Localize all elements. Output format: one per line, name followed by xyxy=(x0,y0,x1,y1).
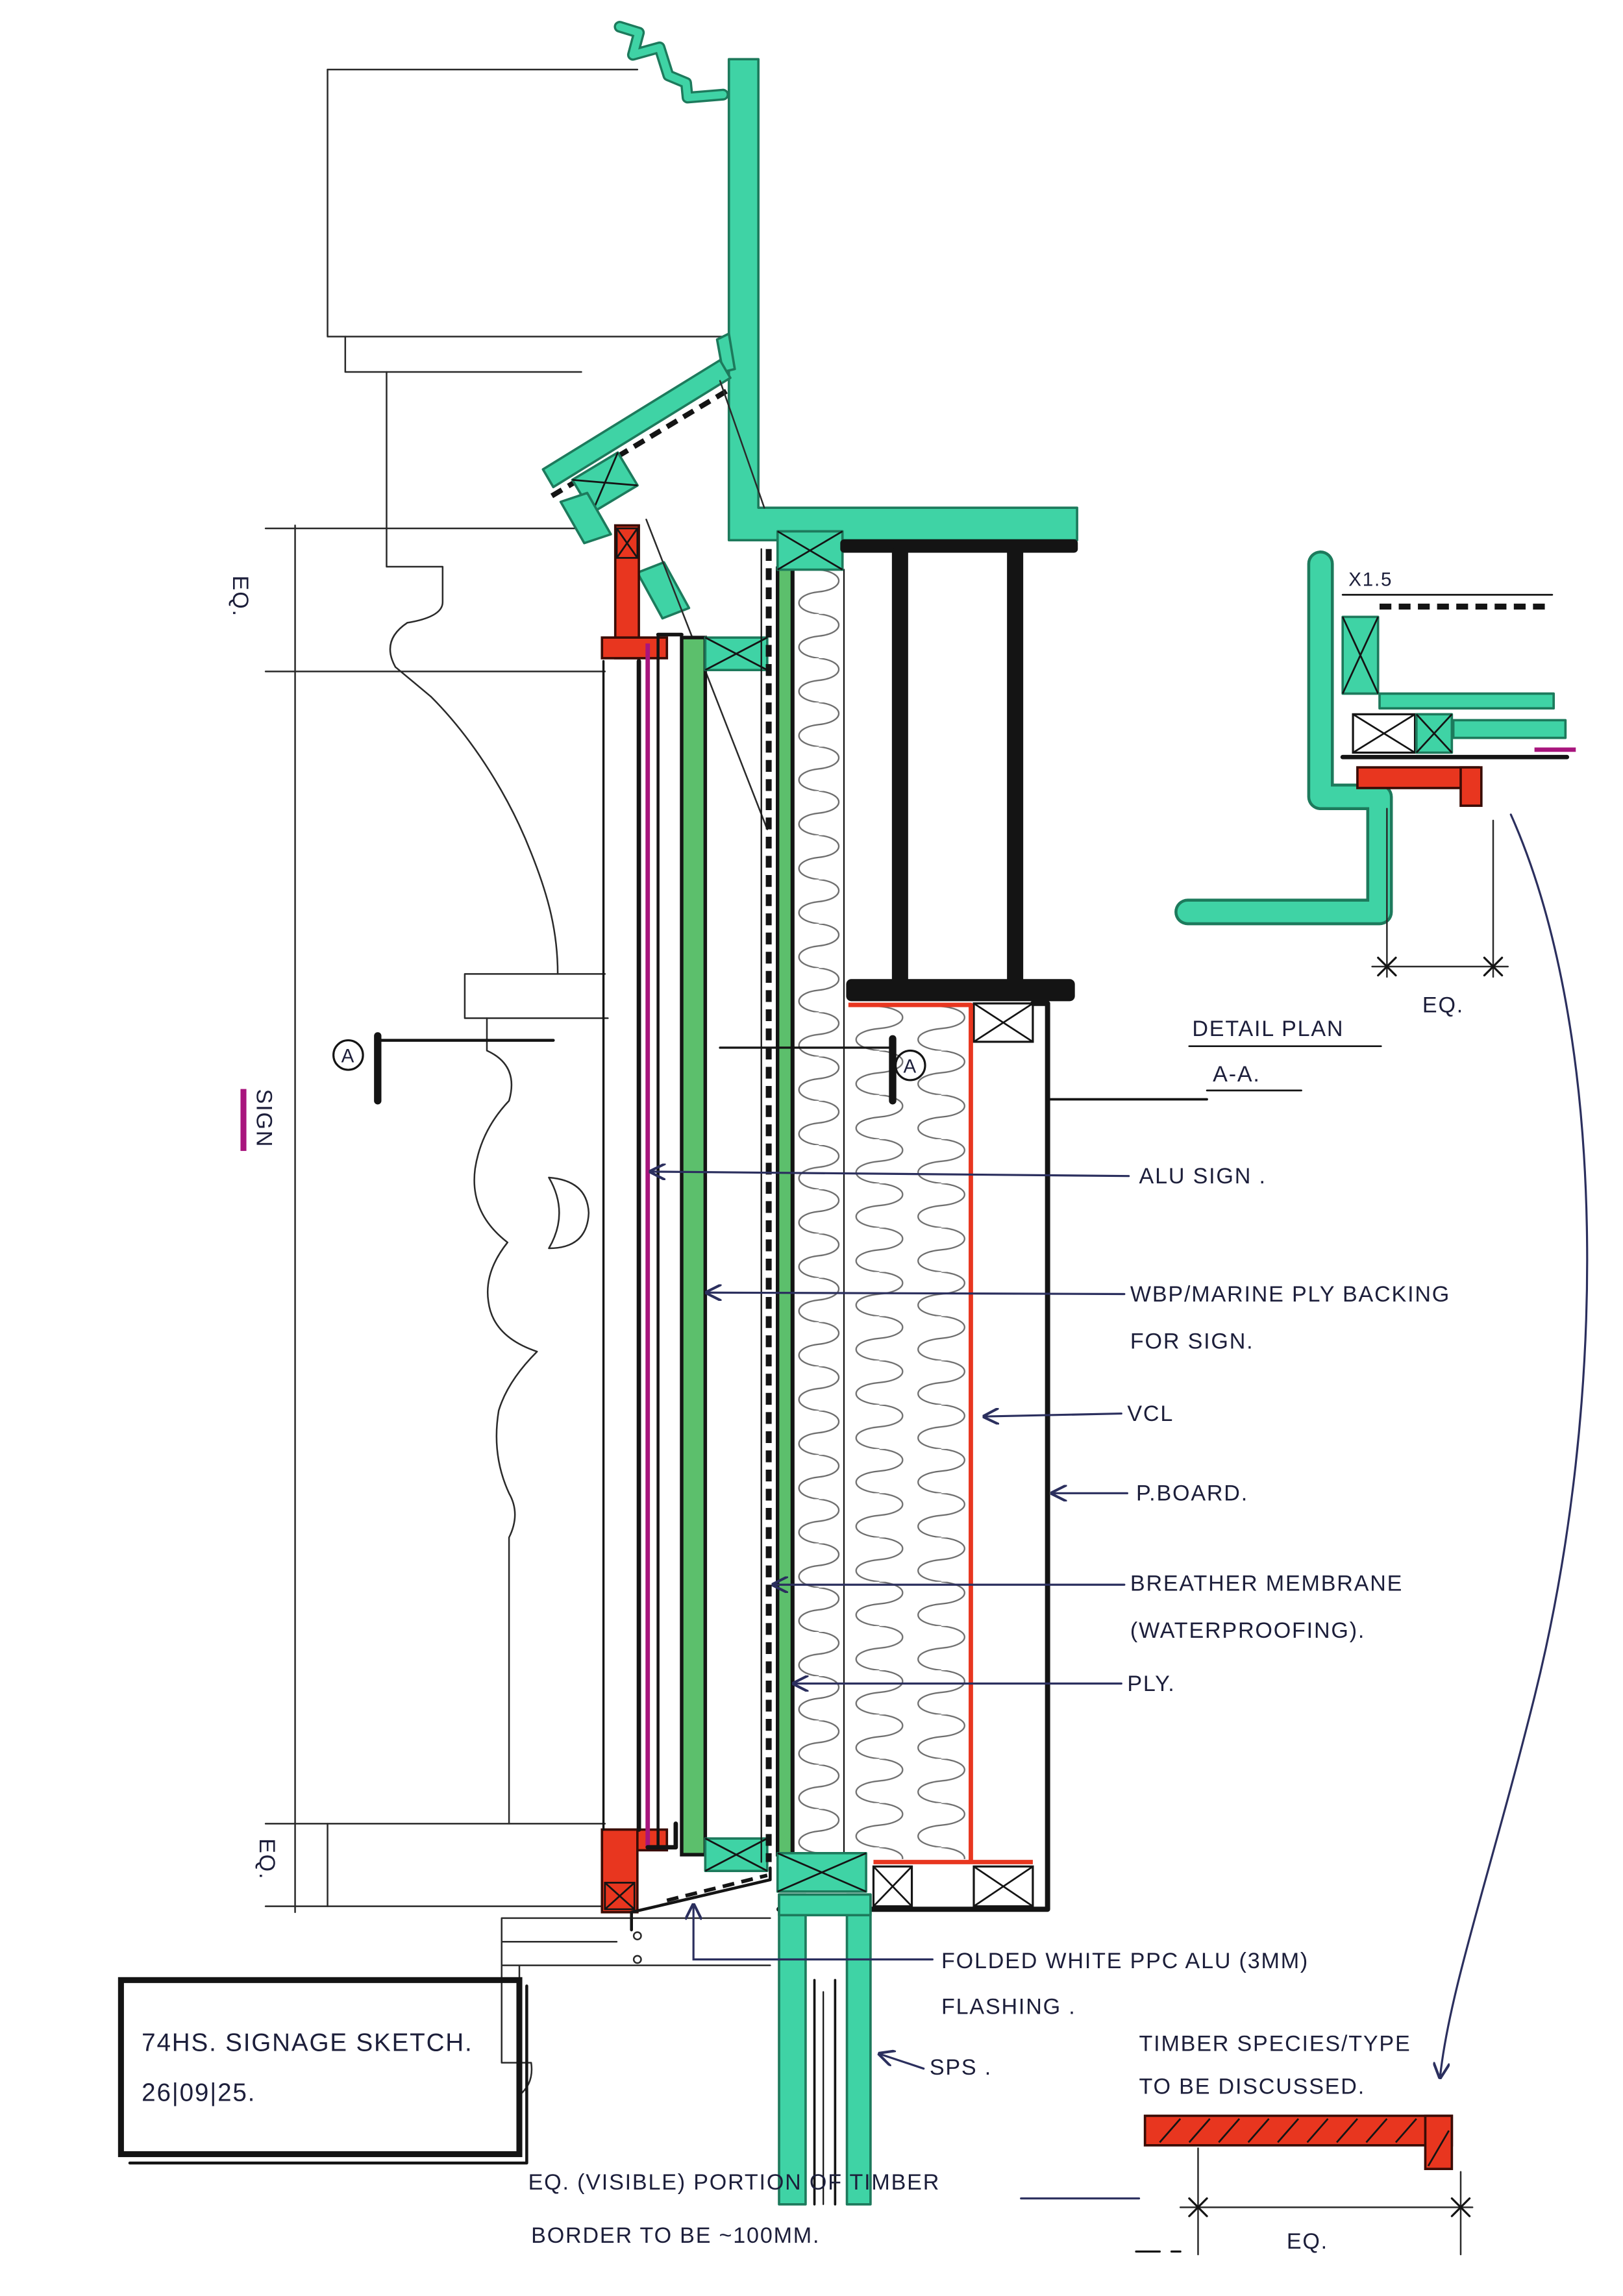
lower-wall-zone xyxy=(776,1000,1050,1912)
title-block: 74HS. SIGNAGE SKETCH. 26|09|25. xyxy=(118,1977,528,2165)
detail-plan-heading: DETAIL PLAN A-A. xyxy=(1049,1017,1382,1101)
callout-plasterboard: P.BOARD. xyxy=(1052,1481,1248,1506)
title-block-date: 26|09|25. xyxy=(142,2079,256,2107)
batten-bottom xyxy=(704,1837,769,1872)
plan-timber-block-vertical xyxy=(1341,615,1380,695)
wall-head-timber-block xyxy=(776,530,844,571)
footnote-line2: BORDER TO BE ~100MM. xyxy=(531,2223,820,2248)
existing-cornice xyxy=(613,21,1078,541)
sps-wall-below xyxy=(778,1893,872,2206)
callout-vcl: VCL xyxy=(984,1401,1174,1426)
footnote-line1: EQ. (VISIBLE) PORTION OF TIMBER xyxy=(528,2170,941,2195)
plan-batten-block xyxy=(1415,713,1454,754)
ply-sheathing xyxy=(776,566,795,1857)
callout-flashing: FOLDED WHITE PPC ALU (3MM) FLASHING . xyxy=(693,1905,1309,2019)
callout-breather-membrane: BREATHER MEMBRANE (WATERPROOFING). xyxy=(773,1571,1403,1643)
plasterboard-line xyxy=(776,1000,1050,1912)
label-ply: PLY. xyxy=(1127,1672,1175,1696)
detail-plan-drawing: X1.5 EQ. xyxy=(1174,550,1576,1017)
label-vcl: VCL xyxy=(1127,1401,1174,1426)
timber-border-detail: TIMBER SPECIES/TYPE TO BE DISCUSSED. EQ. xyxy=(1135,2031,1474,2256)
section-marker-right-label: A xyxy=(904,1056,918,1078)
lower-base-timber-block-right xyxy=(973,1865,1034,1908)
dim-sign-label: SIGN xyxy=(251,1089,276,1148)
detail-plan-title: DETAIL PLAN xyxy=(1192,1017,1344,1041)
section-marker-right: A xyxy=(719,1035,926,1105)
lower-base-timber-block-left xyxy=(872,1865,913,1908)
callout-ply-backing: WBP/MARINE PLY BACKING FOR SIGN. xyxy=(707,1282,1450,1354)
label-breather-membrane-line2: (WATERPROOFING). xyxy=(1130,1618,1365,1643)
callout-alu-sign: ALU SIGN . xyxy=(650,1164,1267,1189)
insulation-lower xyxy=(848,1006,971,1859)
label-sps: SPS . xyxy=(930,2055,992,2080)
detail-plan-scale: X1.5 xyxy=(1348,569,1393,591)
footnote: EQ. (VISIBLE) PORTION OF TIMBER BORDER T… xyxy=(528,2170,1141,2248)
existing-pilaster-outline xyxy=(327,68,730,1825)
ply-backing-board xyxy=(680,636,708,1857)
timber-note-line2: TO BE DISCUSSED. xyxy=(1139,2074,1366,2099)
callout-ply: PLY. xyxy=(794,1672,1175,1696)
plan-batten-block xyxy=(1352,713,1417,754)
dim-bottom-eq-label: EQ. xyxy=(254,1838,279,1880)
sill-and-base-outline xyxy=(501,1917,771,2096)
drip-mark xyxy=(632,1931,642,1941)
detail-plan-section: A-A. xyxy=(1213,1062,1261,1087)
wall-base-timber-block xyxy=(776,1852,867,1893)
batten-top xyxy=(704,636,769,671)
lower-head-timber-block xyxy=(973,1002,1034,1043)
detail-link-curved-arrow xyxy=(1440,813,1589,2077)
timber-border-dimension: EQ. xyxy=(1287,2229,1328,2254)
label-alu-sign: ALU SIGN . xyxy=(1139,1164,1267,1189)
label-flashing-line1: FOLDED WHITE PPC ALU (3MM) xyxy=(941,1949,1309,1973)
title-block-title: 74HS. SIGNAGE SKETCH. xyxy=(142,2029,473,2056)
dim-top-eq-label: EQ. xyxy=(228,576,253,617)
sign-extent-marker xyxy=(240,1089,247,1152)
section-marker-left-label: A xyxy=(341,1046,356,1067)
timber-note-line1: TIMBER SPECIES/TYPE xyxy=(1139,2031,1411,2056)
elevation-dimensions: EQ. SIGN EQ. xyxy=(228,525,621,1914)
timber-border-top xyxy=(601,524,669,660)
label-ply-backing-line2: FOR SIGN. xyxy=(1130,1329,1254,1354)
label-ply-backing-line1: WBP/MARINE PLY BACKING xyxy=(1130,1282,1450,1307)
callout-sps: SPS . xyxy=(880,2054,992,2080)
structural-frame xyxy=(840,539,1078,1002)
section-marker-left: A xyxy=(332,1032,555,1105)
insulation-upper xyxy=(793,569,845,1854)
label-plasterboard: P.BOARD. xyxy=(1136,1481,1248,1506)
label-flashing-line2: FLASHING . xyxy=(941,1995,1076,2019)
label-breather-membrane-line1: BREATHER MEMBRANE xyxy=(1130,1571,1403,1596)
folded-flashing xyxy=(630,1866,772,1932)
sloped-head-flashing xyxy=(541,359,769,830)
detail-plan-dimension: EQ. xyxy=(1422,993,1464,1017)
drip-mark xyxy=(632,1955,642,1964)
alu-sign-panel xyxy=(602,632,684,1850)
vcl-line xyxy=(848,1002,1033,1864)
